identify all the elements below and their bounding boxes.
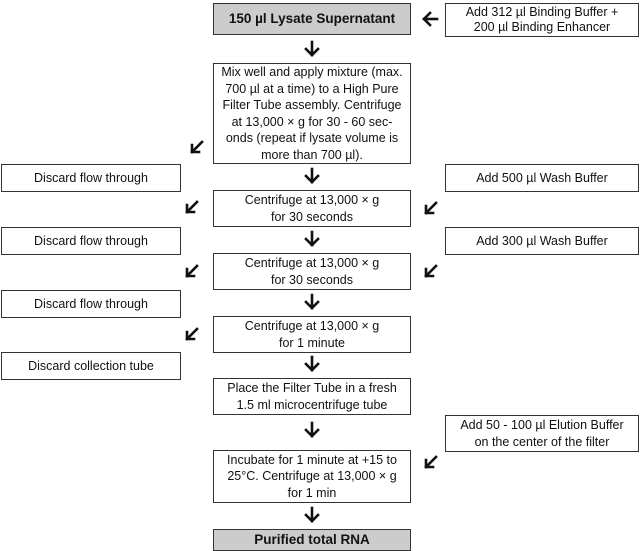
add-elution-line: on the center of the filter xyxy=(474,434,610,449)
step-centrifuge-line: for 30 seconds xyxy=(270,209,353,224)
arrow-down-left-icon xyxy=(424,264,438,278)
discard-flow-box-3: Discard flow through xyxy=(1,290,181,318)
step-incubate-box: Incubate for 1 minute at +15 to 25°C. Ce… xyxy=(213,450,411,503)
step-incubate-line: Incubate for 1 minute at +15 to xyxy=(227,452,397,467)
add-binding-box: Add 312 µl Binding Buffer + 200 µl Bindi… xyxy=(445,3,639,37)
step-place-line: 1.5 ml microcentrifuge tube xyxy=(236,397,388,412)
arrow-down-left-icon xyxy=(185,200,199,214)
step-centrifuge-box-3: Centrifuge at 13,000 × g for 1 minute xyxy=(213,316,411,353)
discard-flow-box-2: Discard flow through xyxy=(1,227,181,255)
discard-flow-label: Discard flow through xyxy=(34,296,148,311)
step-centrifuge-line: Centrifuge at 13,000 × g xyxy=(244,319,380,333)
arrow-down-icon xyxy=(304,506,320,523)
arrow-down-icon xyxy=(304,355,320,372)
arrow-down-left-icon xyxy=(424,201,438,215)
step-mix-box: Mix well and apply mixture (max. 700 µl … xyxy=(213,63,411,164)
arrow-down-left-icon xyxy=(185,264,199,278)
step-incubate-line: for 1 min xyxy=(287,485,337,500)
add-binding-line: 200 µl Binding Enhancer xyxy=(473,20,611,34)
add-wash-500-box: Add 500 µl Wash Buffer xyxy=(445,164,639,192)
step-centrifuge-line: Centrifuge at 13,000 × g xyxy=(244,193,380,207)
add-wash-300-box: Add 300 µl Wash Buffer xyxy=(445,227,639,255)
start-box: 150 µl Lysate Supernatant xyxy=(213,3,411,35)
step-mix-line: Mix well and apply mixture (max. xyxy=(221,65,403,79)
discard-flow-label: Discard flow through xyxy=(34,170,148,185)
arrow-left-icon xyxy=(422,11,439,27)
step-mix-line: onds (repeat if lysate volume is xyxy=(225,131,399,145)
end-box: Purified total RNA xyxy=(213,529,411,551)
step-centrifuge-box-1: Centrifuge at 13,000 × g for 30 seconds xyxy=(213,190,411,227)
add-binding-line: Add 312 µl Binding Buffer + xyxy=(465,5,619,19)
step-place-box: Place the Filter Tube in a fresh 1.5 ml … xyxy=(213,378,411,415)
arrow-down-left-icon xyxy=(424,455,438,469)
add-elution-box: Add 50 - 100 µl Elution Buffer on the ce… xyxy=(445,415,639,452)
discard-flow-box-1: Discard flow through xyxy=(1,164,181,192)
step-centrifuge-line: Centrifuge at 13,000 × g xyxy=(244,256,380,270)
discard-tube-box: Discard collection tube xyxy=(1,352,181,380)
arrow-down-icon xyxy=(304,230,320,247)
step-centrifuge-line: for 30 seconds xyxy=(270,272,353,287)
step-mix-line: Filter Tube assembly. Centrifuge xyxy=(222,98,402,112)
step-centrifuge-line: for 1 minute xyxy=(278,335,345,350)
step-mix-line: 700 µl at a time) to a High Pure xyxy=(225,81,399,96)
add-wash-300-label: Add 300 µl Wash Buffer xyxy=(476,233,608,248)
step-centrifuge-box-2: Centrifuge at 13,000 × g for 30 seconds xyxy=(213,253,411,290)
discard-flow-label: Discard flow through xyxy=(34,233,148,248)
arrow-down-icon xyxy=(304,40,320,57)
step-place-line: Place the Filter Tube in a fresh xyxy=(227,381,397,395)
step-mix-line: at 13,000 × g for 30 - 60 sec- xyxy=(231,114,393,129)
arrow-down-icon xyxy=(304,167,320,184)
add-wash-500-label: Add 500 µl Wash Buffer xyxy=(476,170,608,185)
end-label: Purified total RNA xyxy=(254,531,370,547)
discard-tube-label: Discard collection tube xyxy=(28,358,154,373)
start-label: 150 µl Lysate Supernatant xyxy=(228,10,396,26)
arrow-down-icon xyxy=(304,293,320,310)
add-elution-line: Add 50 - 100 µl Elution Buffer xyxy=(460,418,624,432)
arrow-down-left-icon xyxy=(185,327,199,341)
arrow-down-left-icon xyxy=(190,140,204,154)
step-incubate-line: 25°C. Centrifuge at 13,000 × g xyxy=(227,469,397,484)
step-mix-line: more than 700 µl). xyxy=(261,147,363,162)
arrow-down-icon xyxy=(304,421,320,438)
